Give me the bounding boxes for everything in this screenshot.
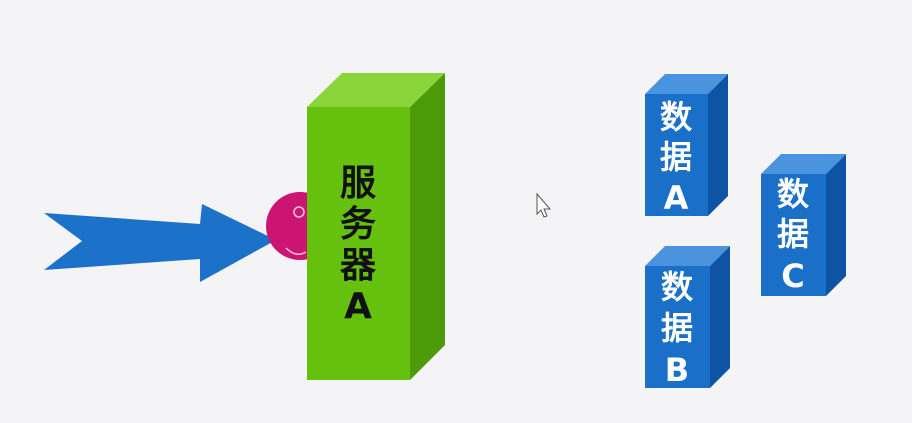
data-b-label-3: B [665,351,689,389]
data-a-front [645,94,708,216]
server-a-side [410,73,445,380]
data-b-top [645,246,730,266]
server-a-block: 服 务 器 A [307,73,445,380]
data-a-label-2: 据 [660,138,692,176]
data-b-label-2: 据 [661,309,693,347]
server-a-label-4: A [344,286,372,327]
data-b-label-1: 数 [661,268,694,306]
data-c-front [761,174,826,296]
data-c-block: 数 据 C [761,154,846,296]
data-b-front [645,266,710,388]
data-a-side [708,74,728,216]
server-a-top [307,73,445,107]
server-a-label-1: 服 [340,163,376,204]
server-a-front [307,107,410,380]
data-b-block: 数 据 B [645,246,730,389]
data-a-block: 数 据 A [645,74,728,217]
data-c-label-3: C [781,257,804,295]
data-c-label-1: 数 [777,175,810,213]
data-a-label-3: A [664,179,689,217]
server-a-label-3: 器 [340,245,377,286]
data-a-top [645,74,728,94]
data-c-side [826,154,846,296]
data-c-top [761,154,846,174]
mouse-cursor-icon [536,192,552,218]
server-a-label-2: 务 [340,204,376,245]
request-arrow [44,204,276,282]
data-a-label-1: 数 [660,98,693,136]
data-c-label-2: 据 [777,215,809,253]
data-b-side [710,246,730,388]
